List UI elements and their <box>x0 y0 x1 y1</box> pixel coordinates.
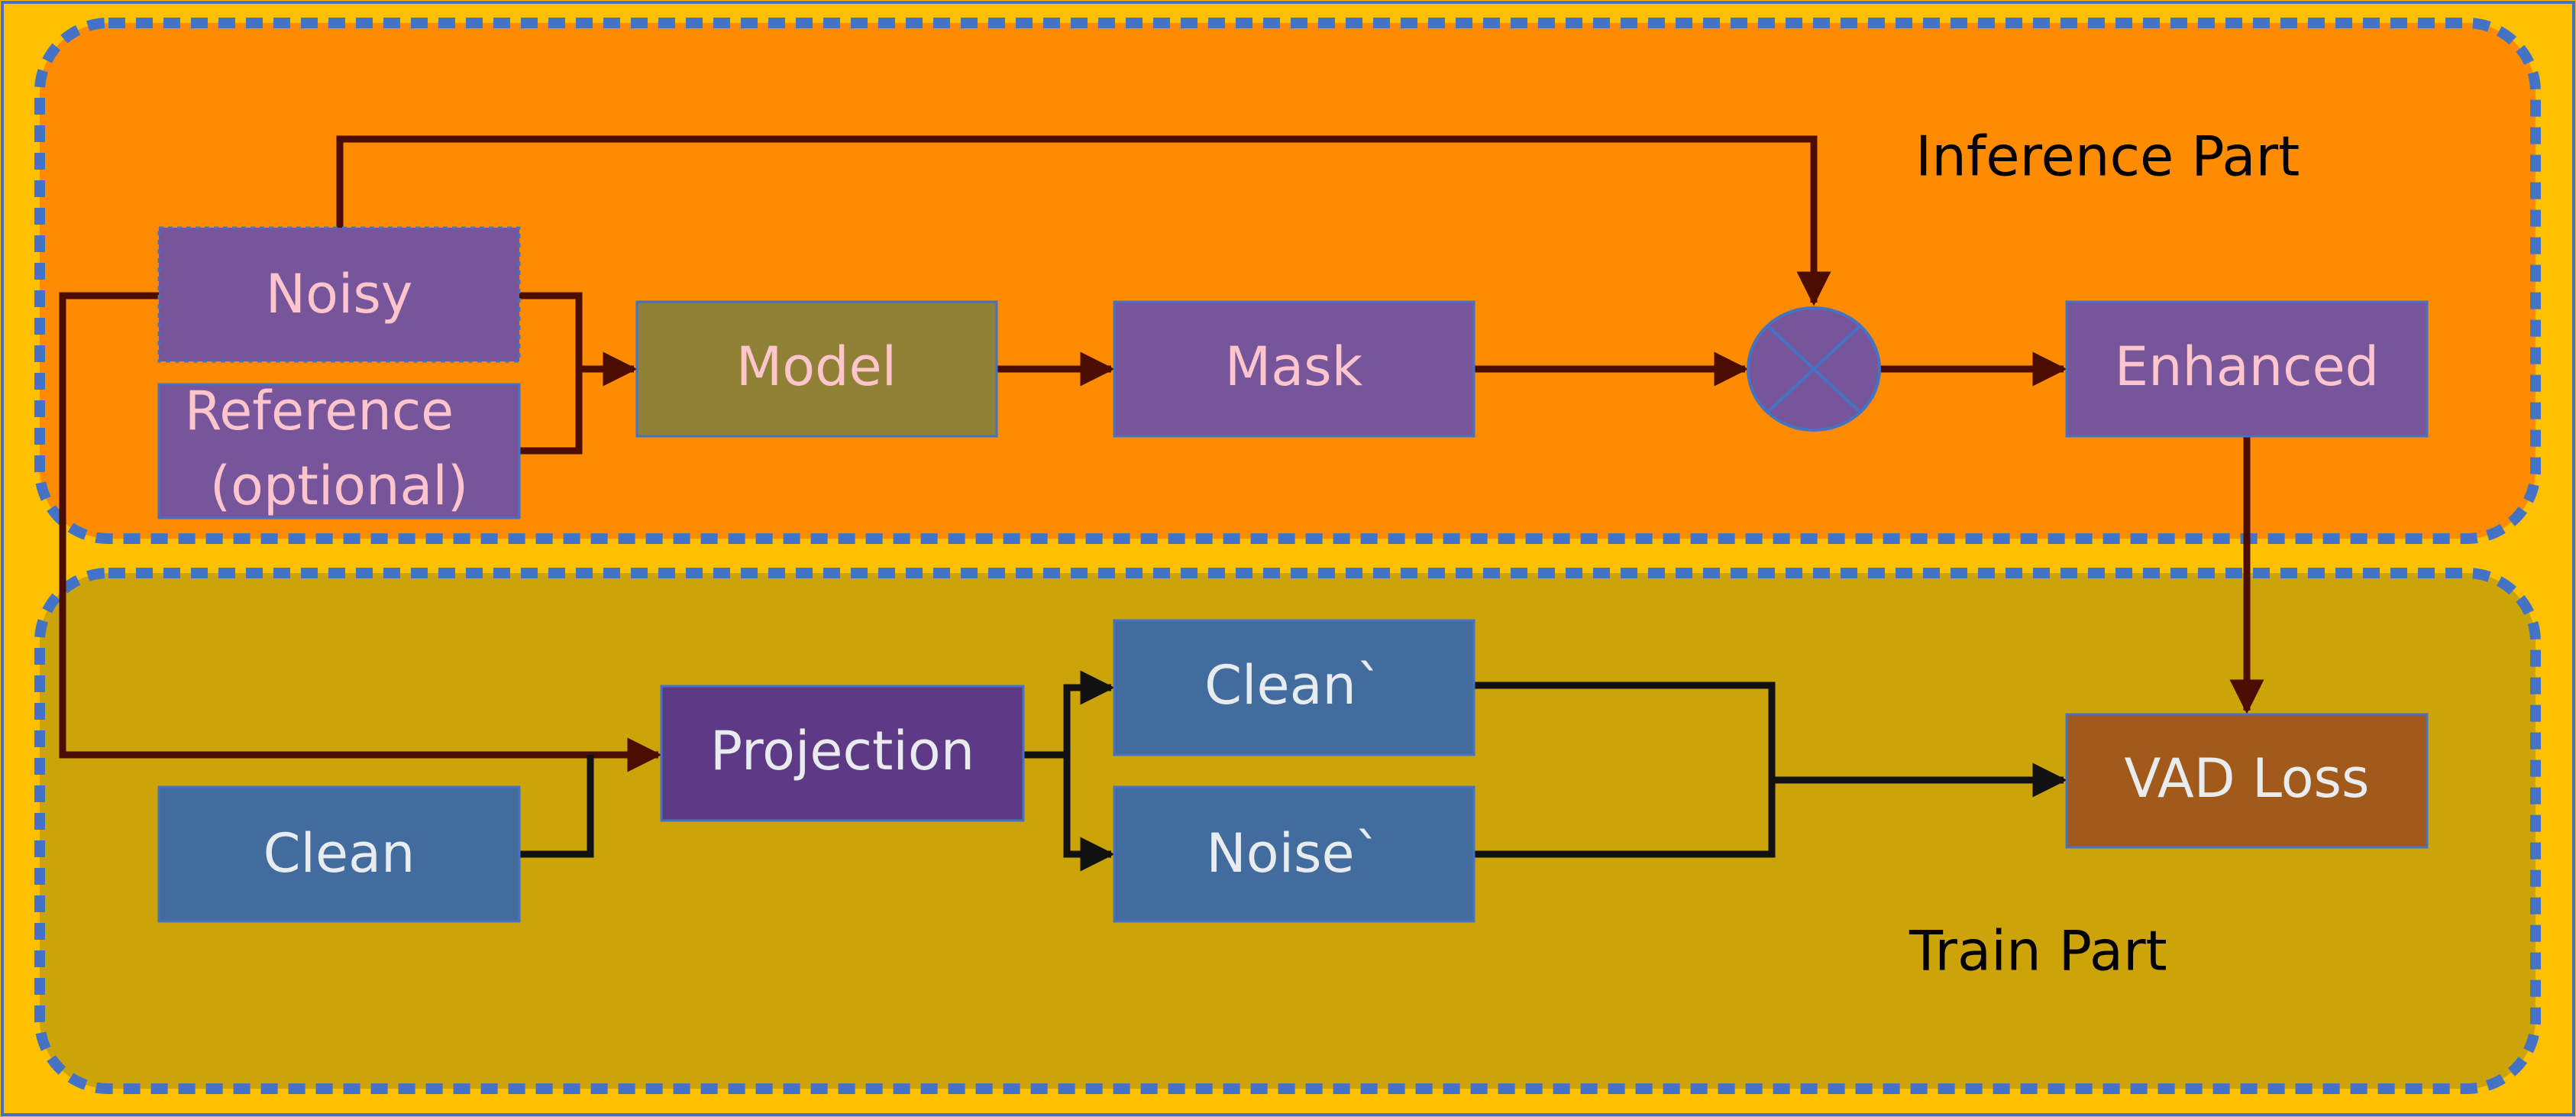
node-projection: Projection <box>660 685 1025 822</box>
outputs-merge-line <box>1474 682 1776 858</box>
noisy-to-projection-arrow <box>59 292 662 772</box>
node-reference: Reference (optional) <box>157 380 521 520</box>
node-clean-prime-label: Clean` <box>1204 654 1383 717</box>
node-clean-label: Clean <box>263 822 415 885</box>
node-clean: Clean <box>157 785 521 923</box>
multiply-circle-icon <box>1747 306 1881 432</box>
node-mask-label: Mask <box>1225 335 1363 398</box>
node-clean-prime: Clean` <box>1113 619 1475 756</box>
node-noise-prime: Noise` <box>1113 785 1475 923</box>
node-enhanced-label: Enhanced <box>2115 335 2379 398</box>
node-projection-label: Projection <box>710 720 974 782</box>
node-vad-loss: VAD Loss <box>2065 713 2429 849</box>
inference-connectors <box>59 135 2264 772</box>
node-mask: Mask <box>1113 300 1475 438</box>
node-noisy-label: Noisy <box>266 263 413 325</box>
node-model: Model <box>635 300 998 438</box>
inputs-merge-line <box>519 292 583 455</box>
node-reference-label: Reference <box>185 380 454 442</box>
clean-to-projection-line <box>519 755 594 858</box>
node-noisy: Noisy <box>157 226 521 363</box>
train-region-label: Train Part <box>1909 919 2167 983</box>
node-vad-loss-label: VAD Loss <box>2125 747 2370 810</box>
node-enhanced: Enhanced <box>2065 300 2429 438</box>
node-reference-sublabel: (optional) <box>210 455 468 517</box>
projection-to-noise-prime-arrow <box>1063 755 1115 872</box>
projection-to-clean-prime-arrow <box>1063 670 1115 755</box>
node-noise-prime-label: Noise` <box>1206 822 1381 885</box>
inference-region-label: Inference Part <box>1915 125 2300 189</box>
noisy-to-multiply-arrow <box>336 135 1831 306</box>
train-connectors <box>519 670 2067 872</box>
node-model-label: Model <box>736 335 897 398</box>
